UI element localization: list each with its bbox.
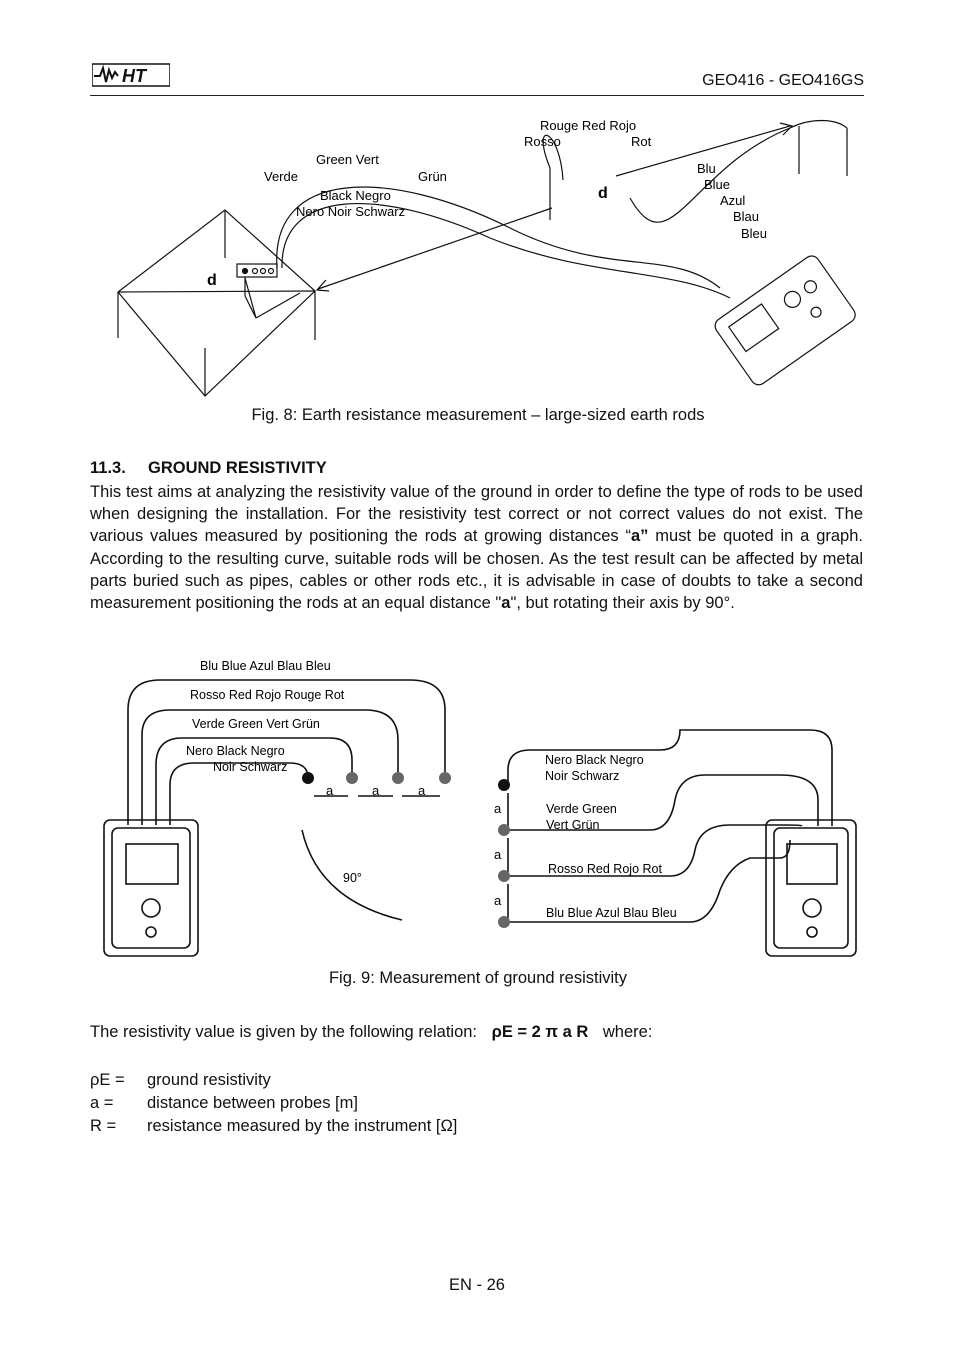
figure-8-diagram: d d Rouge Red Rojo Rosso Rot Green Vert … <box>117 118 856 397</box>
fig9-green-label-right-2: Vert Grün <box>546 818 600 832</box>
relation-line: The resistivity value is given by the fo… <box>90 1023 652 1042</box>
section-paragraph: This test aims at analyzing the resistiv… <box>90 481 863 614</box>
para-text-1: This test aims at analyzing the resistiv… <box>90 483 863 546</box>
fig9-a-label-2: a <box>372 783 380 798</box>
fig8-black-label-top: Black Negro <box>320 188 391 203</box>
d-label-right: d <box>598 185 608 202</box>
fig8-green-label-right: Grün <box>418 169 447 184</box>
fig9-blue-label-left: Blu Blue Azul Blau Bleu <box>200 659 331 673</box>
fig9-a-vertical-3: a <box>494 893 502 908</box>
section-number: 11.3. <box>90 459 126 477</box>
fig8-blue-label-5: Bleu <box>741 226 767 241</box>
fig9-red-label-left: Rosso Red Rojo Rouge Rot <box>190 688 345 702</box>
definition-symbol: a = <box>90 1094 114 1112</box>
para-bold-1: a” <box>631 527 649 546</box>
fig9-black-label-left-1: Nero Black Negro <box>186 744 285 758</box>
fig8-red-label-rot: Rot <box>631 134 652 149</box>
fig9-a-vertical-1: a <box>494 801 502 816</box>
definition-symbol: R = <box>90 1117 117 1135</box>
fig8-red-label-mid: Rosso <box>524 134 561 149</box>
definition-text: resistance measured by the instrument [Ω… <box>147 1117 458 1135</box>
definition-text: distance between probes [m] <box>147 1094 358 1112</box>
ht-logo: HT <box>92 63 170 87</box>
fig8-blue-label-1: Blu <box>697 161 716 176</box>
fig9-black-label-left-2: Noir Schwarz <box>213 760 287 774</box>
fig9-a-label-3: a <box>418 783 426 798</box>
fig9-black-label-right-2: Noir Schwarz <box>545 769 619 783</box>
fig9-angle-label: 90° <box>343 871 362 885</box>
figure-8-caption: Fig. 8: Earth resistance measurement – l… <box>251 406 705 424</box>
fig8-blue-label-4: Blau <box>733 209 759 224</box>
fig9-blue-label-right: Blu Blue Azul Blau Bleu <box>546 906 677 920</box>
probe-red-left <box>392 772 404 784</box>
probe-black-left <box>302 772 314 784</box>
probe-red-right <box>498 870 510 882</box>
probe-green-left <box>346 772 358 784</box>
probe-green-right <box>498 824 510 836</box>
fig9-a-vertical-2: a <box>494 847 502 862</box>
model-name: GEO416 - GEO416GS <box>702 72 864 89</box>
definition-text: ground resistivity <box>147 1071 271 1089</box>
logo-text: HT <box>122 66 148 86</box>
probe-black-right <box>498 779 510 791</box>
relation-intro: The resistivity value is given by the fo… <box>90 1023 478 1041</box>
figure-9-caption: Fig. 9: Measurement of ground resistivit… <box>328 969 628 987</box>
para-bold-2: a <box>501 594 511 613</box>
probe-blue-left <box>439 772 451 784</box>
fig9-a-label-1: a <box>326 783 334 798</box>
para-text-3: ", but rotating their axis by 90°. <box>510 594 735 613</box>
definition-row: ρE = ground resistivity <box>90 1069 457 1092</box>
relation-outro: where: <box>602 1023 653 1041</box>
fig8-red-label-top: Rouge Red Rojo <box>540 118 636 133</box>
definition-row: R = resistance measured by the instrumen… <box>90 1115 457 1138</box>
definition-row: a = distance between probes [m] <box>90 1092 457 1115</box>
fig9-green-label-right-1: Verde Green <box>546 802 617 816</box>
fig8-black-label-bottom: Nero Noir Schwarz <box>296 204 405 219</box>
section-heading: 11.3. GROUND RESISTIVITY <box>90 459 327 478</box>
section-title: GROUND RESISTIVITY <box>148 459 327 477</box>
figure-9-diagram: Blu Blue Azul Blau Bleu Rosso Red Rojo R… <box>103 659 857 957</box>
fig8-blue-label-3: Azul <box>720 193 745 208</box>
fig9-green-label-left: Verde Green Vert Grün <box>192 717 320 731</box>
page-number: EN - 26 <box>449 1276 505 1294</box>
relation-formula: ρE = 2 π a R <box>491 1023 589 1041</box>
definition-symbol: ρE = <box>90 1071 125 1089</box>
probe-blue-right <box>498 916 510 928</box>
fig9-red-label-right: Rosso Red Rojo Rot <box>548 862 662 876</box>
fig8-green-label-left: Verde <box>264 169 298 184</box>
definitions-list: ρE = ground resistivity a = distance bet… <box>90 1069 457 1138</box>
fig8-green-label-top: Green Vert <box>316 152 379 167</box>
header-rule <box>90 95 864 96</box>
d-label-left: d <box>207 272 217 289</box>
para-text-2: must be quoted in a graph. According to … <box>90 527 863 613</box>
fig8-blue-label-2: Blue <box>704 177 730 192</box>
fig9-black-label-right-1: Nero Black Negro <box>545 753 644 767</box>
